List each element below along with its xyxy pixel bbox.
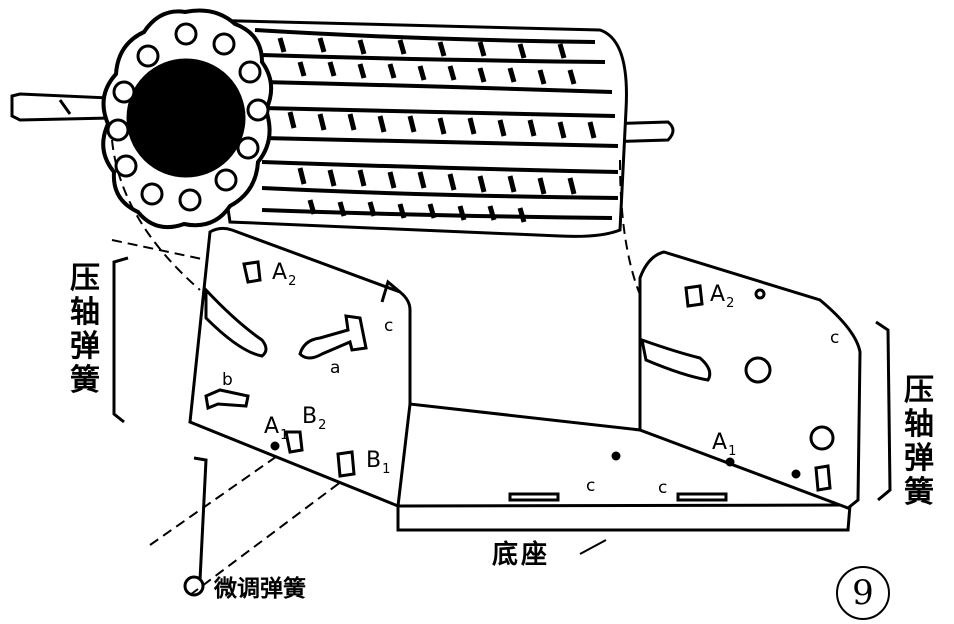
point-a2-left: A2 — [272, 260, 297, 289]
press-spring-label-right: 压轴弹簧 — [904, 373, 934, 510]
press-spring-left-part — [112, 256, 129, 424]
fine-adjust-spring-part — [183, 456, 208, 597]
drum-teeth — [277, 37, 597, 223]
point-c-left-plate: c — [384, 316, 394, 336]
figure-number: 9 — [836, 566, 890, 620]
counter-drum — [10, 8, 675, 238]
point-a-slot: a — [330, 358, 341, 378]
point-b2: B2 — [302, 404, 327, 433]
slot-a — [298, 314, 368, 360]
point-a1-left: A1 — [264, 414, 289, 443]
right-side-plate — [638, 250, 862, 510]
point-c-base-1: c — [586, 476, 596, 496]
point-b1: B1 — [366, 448, 391, 477]
base-label: 底座 — [492, 540, 551, 570]
point-c-right-plate: c — [830, 328, 840, 348]
point-b-slot: b — [222, 370, 233, 390]
fine-spring-label: 微调弹簧 — [214, 576, 306, 602]
drum-end-disc — [101, 8, 274, 229]
slot-b — [204, 388, 250, 411]
point-a2-right: A2 — [710, 282, 735, 311]
drum-wheel-rows — [254, 28, 619, 220]
base-leader-line — [579, 539, 607, 555]
point-a1-right: A1 — [712, 430, 737, 459]
press-spring-label-left: 压轴弹簧 — [70, 261, 100, 398]
left-side-plate — [188, 226, 412, 508]
point-c-base-2: c — [658, 478, 668, 498]
press-spring-right-part — [875, 320, 892, 502]
